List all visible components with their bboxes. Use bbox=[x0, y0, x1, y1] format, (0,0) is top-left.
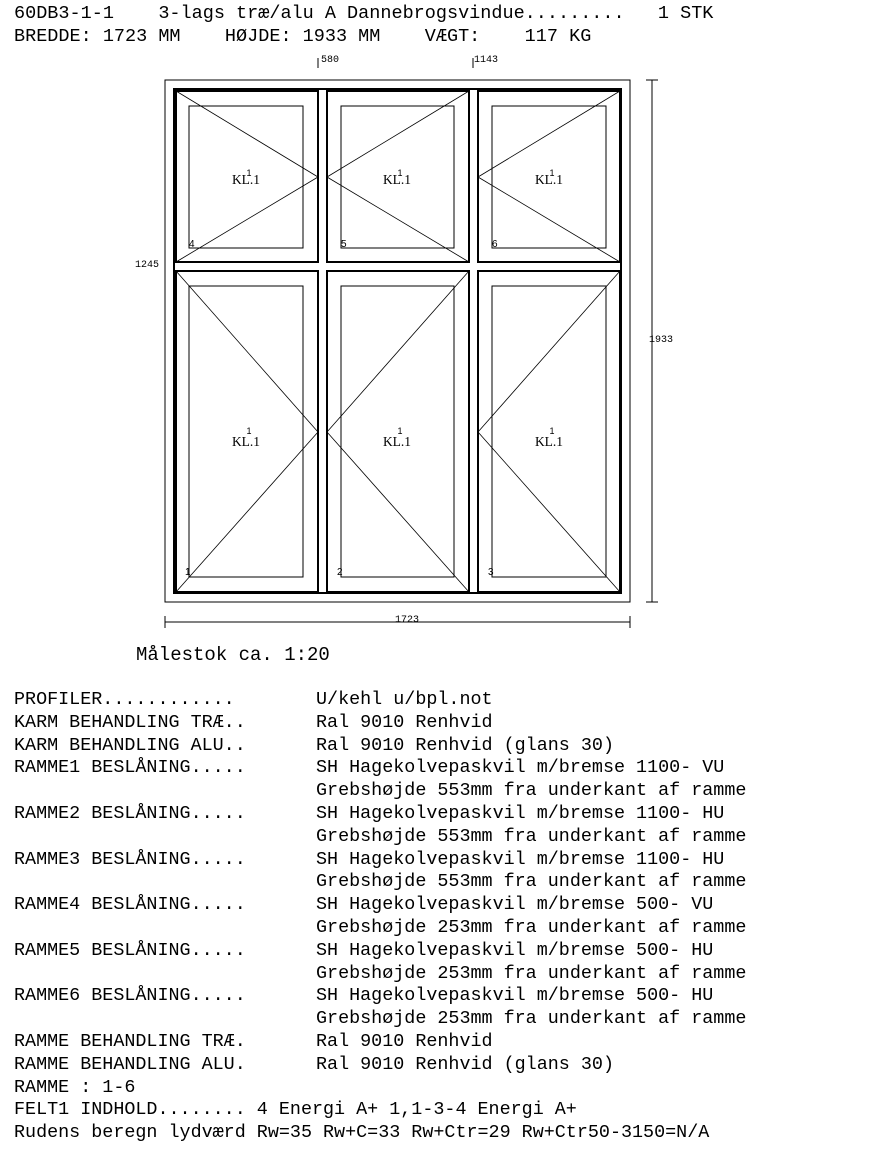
pane-label-4: KL.1 bbox=[232, 172, 260, 187]
pane-sup-6: 1 bbox=[549, 168, 554, 178]
spec-key: RAMME5 BESLÅNING..... bbox=[14, 939, 246, 961]
pane-label-2: KL.1 bbox=[383, 434, 411, 449]
spec-value: U/kehl u/bpl.not bbox=[316, 689, 493, 710]
spec-row: Grebshøjde 553mm fra underkant af ramme bbox=[14, 871, 746, 894]
glass-6 bbox=[491, 105, 607, 249]
header-line-2: BREDDE: 1723 MM HØJDE: 1933 MM VÆGT: 117… bbox=[14, 26, 592, 47]
pane-number-2: 2 bbox=[337, 567, 343, 578]
footer-line: Rudens beregn lydværd Rw=35 Rw+C=33 Rw+C… bbox=[14, 1122, 710, 1144]
outer-frame bbox=[164, 79, 631, 603]
glass-4 bbox=[188, 105, 304, 249]
sash-5 bbox=[326, 90, 470, 263]
dimension-bottom: 1723 bbox=[395, 615, 419, 626]
spec-value: Ral 9010 Renhvid (glans 30) bbox=[316, 1053, 614, 1075]
spec-value: SH Hagekolvepaskvil m/bremse 500- HU bbox=[316, 985, 714, 1007]
spec-row: Grebshøjde 553mm fra underkant af ramme bbox=[14, 780, 746, 803]
pane-sup-1: 1 bbox=[246, 426, 251, 436]
footer-line: RAMME : 1-6 bbox=[14, 1076, 136, 1098]
spec-row: Grebshøjde 253mm fra underkant af ramme bbox=[14, 1008, 746, 1031]
spec-key: PROFILER............ bbox=[14, 689, 235, 710]
pane-sup-5: 1 bbox=[397, 168, 402, 178]
opening-lines bbox=[175, 90, 621, 593]
dimension-left: 1245 bbox=[135, 260, 159, 271]
spec-value: Grebshøjde 553mm fra underkant af ramme bbox=[316, 825, 747, 847]
spec-value: SH Hagekolvepaskvil m/bremse 1100- VU bbox=[316, 757, 725, 779]
dimension-right: 1933 bbox=[649, 335, 673, 346]
spec-row: RAMME2 BESLÅNING..... SH Hagekolvepaskvil… bbox=[14, 803, 746, 826]
spec-value: Grebshøjde 553mm fra underkant af ramme bbox=[316, 780, 747, 802]
spec-value: SH Hagekolvepaskvil m/bremse 1100- HU bbox=[316, 802, 725, 824]
specification-list: PROFILER............ U/kehl u/bpl.not KAR… bbox=[14, 689, 746, 1145]
spec-value: Ral 9010 Renhvid bbox=[316, 1030, 493, 1052]
pane-labels: KL.1 1 4 KL.1 1 5 KL.1 1 6 KL.1 1 1 KL.1… bbox=[185, 168, 563, 578]
footer-line: FELT1 INDHOLD........ 4 Energi A+ 1,1-3-… bbox=[14, 1099, 577, 1121]
spec-value: SH Hagekolvepaskvil m/bremse 500- VU bbox=[316, 894, 714, 916]
pane-sup-3: 1 bbox=[549, 426, 554, 436]
spec-row: KARM BEHANDLING ALU.. Ral 9010 Renhvid (g… bbox=[14, 735, 746, 758]
spec-row: Grebshøjde 253mm fra underkant af ramme bbox=[14, 963, 746, 986]
glass-3 bbox=[491, 285, 607, 578]
spec-value: Grebshøjde 253mm fra underkant af ramme bbox=[316, 962, 747, 984]
spec-row: KARM BEHANDLING TRÆ.. Ral 9010 Renhvid bbox=[14, 712, 746, 735]
pane-number-6: 6 bbox=[492, 239, 498, 250]
spec-row: RAMME5 BESLÅNING..... SH Hagekolvepaskvil… bbox=[14, 940, 746, 963]
spec-value: SH Hagekolvepaskvil m/bremse 500- HU bbox=[316, 939, 714, 961]
pane-number-4: 4 bbox=[189, 239, 195, 250]
glass-5 bbox=[340, 105, 455, 249]
pane-label-1: KL.1 bbox=[232, 434, 260, 449]
spec-row: RAMME6 BESLÅNING..... SH Hagekolvepaskvil… bbox=[14, 985, 746, 1008]
dimension-top-left: 580 bbox=[321, 55, 339, 66]
spec-key: RAMME BEHANDLING TRÆ. bbox=[14, 1030, 246, 1052]
pane-label-3: KL.1 bbox=[535, 434, 563, 449]
spec-value: SH Hagekolvepaskvil m/bremse 1100- HU bbox=[316, 848, 725, 870]
spec-row: RAMME4 BESLÅNING..... SH Hagekolvepaskvil… bbox=[14, 894, 746, 917]
spec-value: Grebshøjde 553mm fra underkant af ramme bbox=[316, 871, 747, 893]
scale-label: Målestok ca. 1:20 bbox=[136, 644, 330, 666]
spec-value: Grebshøjde 253mm fra underkant af ramme bbox=[316, 1008, 747, 1030]
spec-value: Ral 9010 Renhvid (glans 30) bbox=[316, 734, 614, 756]
glass-panes bbox=[188, 105, 607, 578]
sash-6 bbox=[477, 90, 621, 263]
spec-value: Ral 9010 Renhvid bbox=[316, 711, 493, 733]
pane-sup-2: 1 bbox=[397, 426, 402, 436]
spec-key: RAMME BEHANDLING ALU. bbox=[14, 1053, 246, 1075]
header-line-1: 60DB3-1-1 3-lags træ/alu A Dannebrogsvin… bbox=[14, 3, 714, 24]
spec-row: RAMME3 BESLÅNING..... SH Hagekolvepaskvil… bbox=[14, 849, 746, 872]
spec-value: Grebshøjde 253mm fra underkant af ramme bbox=[316, 916, 747, 938]
spec-row: Grebshøjde 553mm fra underkant af ramme bbox=[14, 826, 746, 849]
glass-1 bbox=[188, 285, 304, 578]
spec-row: RAMME BEHANDLING ALU. Ral 9010 Renhvid (g… bbox=[14, 1054, 746, 1077]
pane-label-5: KL.1 bbox=[383, 172, 411, 187]
pane-sup-4: 1 bbox=[246, 168, 251, 178]
dimension-lines bbox=[164, 58, 658, 628]
window-drawing: KL.1 1 4 KL.1 1 5 KL.1 1 6 KL.1 1 1 KL.1… bbox=[135, 55, 673, 628]
sash-4 bbox=[175, 90, 319, 263]
pane-number-3: 3 bbox=[488, 567, 494, 578]
spec-key: KARM BEHANDLING TRÆ.. bbox=[14, 711, 246, 733]
dimension-top-right: 1143 bbox=[474, 55, 498, 66]
spec-row: RAMME1 BESLÅNING..... SH Hagekolvepaskvil… bbox=[14, 757, 746, 780]
pane-label-6: KL.1 bbox=[535, 172, 563, 187]
spec-row: PROFILER............ U/kehl u/bpl.not bbox=[14, 689, 746, 712]
spec-key: RAMME3 BESLÅNING..... bbox=[14, 848, 246, 870]
spec-row: RAMME BEHANDLING TRÆ. Ral 9010 Renhvid bbox=[14, 1031, 746, 1054]
spec-key: KARM BEHANDLING ALU.. bbox=[14, 734, 246, 756]
glass-2 bbox=[340, 285, 455, 578]
spec-row: Grebshøjde 253mm fra underkant af ramme bbox=[14, 917, 746, 940]
spec-key: RAMME1 BESLÅNING..... bbox=[14, 757, 246, 779]
pane-number-5: 5 bbox=[341, 239, 347, 250]
spec-key: RAMME4 BESLÅNING..... bbox=[14, 894, 246, 916]
pane-number-1: 1 bbox=[185, 567, 191, 578]
spec-key: RAMME6 BESLÅNING..... bbox=[14, 985, 246, 1007]
spec-key: RAMME2 BESLÅNING..... bbox=[14, 802, 246, 824]
